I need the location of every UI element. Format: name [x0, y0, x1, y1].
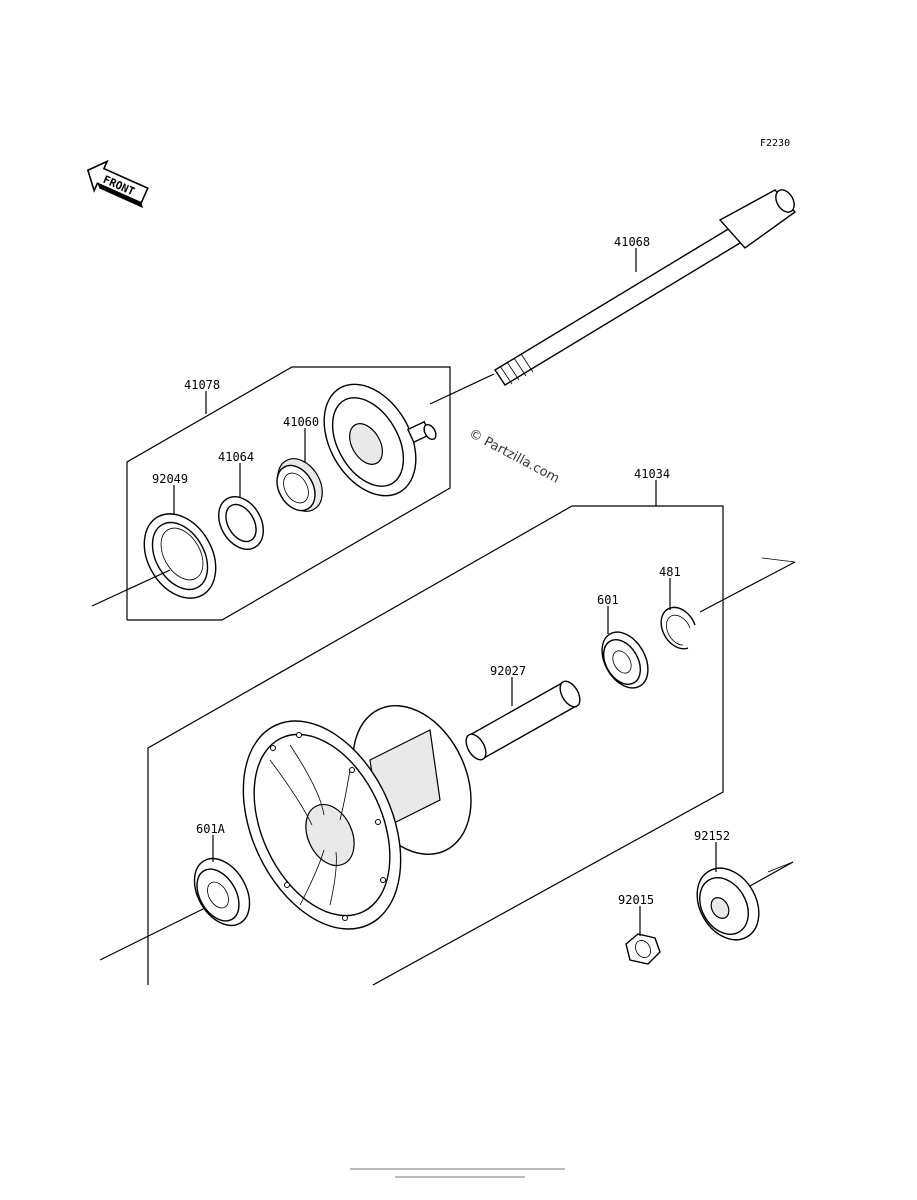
diagram-code: F2230: [760, 138, 790, 149]
oil-seal: [143, 513, 217, 599]
part-label-41078: 41078: [184, 378, 220, 392]
speedometer-gear: [276, 458, 323, 512]
part-label-41068: 41068: [614, 235, 650, 249]
bearing-right: [601, 631, 649, 689]
part-label-601: 601: [597, 593, 619, 607]
part-label-601a: 601A: [196, 822, 226, 836]
assembly-bracket-41078: [126, 366, 451, 621]
spacer-collar: [465, 680, 581, 761]
gear-housing: [323, 383, 437, 497]
footer-line-1: [350, 1168, 565, 1170]
part-label-481: 481: [659, 565, 681, 579]
part-label-41060: 41060: [283, 415, 319, 429]
part-label-92152: 92152: [694, 829, 730, 843]
front-axle: [429, 189, 797, 405]
assembly-bracket-41034: [147, 505, 724, 986]
part-label-92049: 92049: [152, 472, 188, 486]
front-arrow-icon: FRONT: [86, 159, 149, 209]
leader-lines: [173, 248, 717, 936]
wheel-hub: [242, 705, 472, 930]
footer-line-2: [395, 1176, 525, 1178]
collar: [696, 867, 760, 941]
bearing-left: [193, 857, 251, 927]
axle-nut: [625, 933, 661, 965]
gear-retainer: [218, 496, 264, 550]
part-label-92027: 92027: [490, 664, 526, 678]
watermark: © Partzilla.com: [466, 426, 562, 486]
part-label-92015: 92015: [618, 893, 654, 907]
circlip: [660, 606, 696, 650]
part-label-41034: 41034: [634, 467, 670, 481]
part-label-41064: 41064: [218, 450, 254, 464]
